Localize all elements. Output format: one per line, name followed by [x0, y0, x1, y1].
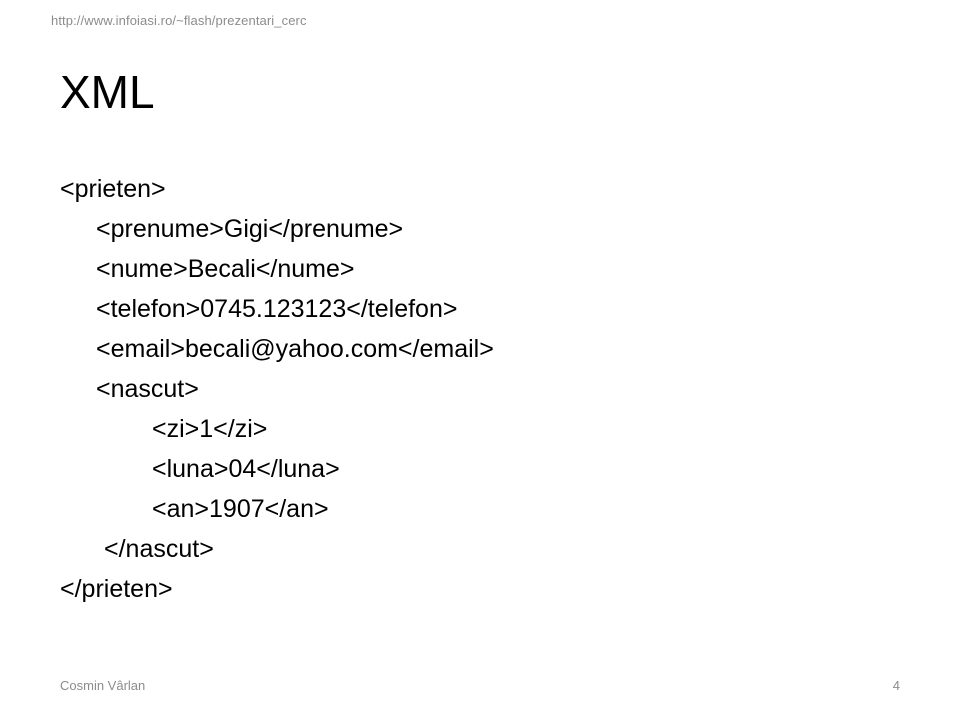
xml-line: <email>becali@yahoo.com</email> [96, 335, 494, 363]
xml-line: <an>1907</an> [152, 495, 329, 523]
footer-author: Cosmin Vârlan [60, 678, 146, 693]
slide-title: XML [60, 66, 155, 118]
page-number: 4 [892, 678, 900, 693]
xml-line: <telefon>0745.123123</telefon> [96, 295, 458, 323]
xml-line: <zi>1</zi> [152, 415, 268, 443]
xml-line: </nascut> [104, 535, 214, 563]
xml-line: <nascut> [96, 375, 199, 403]
xml-code-block: <prieten> <prenume>Gigi</prenume> <nume>… [60, 169, 920, 609]
xml-line: </prieten> [60, 575, 173, 603]
xml-line: <prenume>Gigi</prenume> [96, 215, 404, 243]
xml-line: <luna>04</luna> [152, 455, 340, 483]
xml-line: <nume>Becali</nume> [96, 255, 355, 283]
xml-line: <prieten> [60, 175, 166, 203]
header-url: http://www.infoiasi.ro/~flash/prezentari… [51, 13, 307, 28]
